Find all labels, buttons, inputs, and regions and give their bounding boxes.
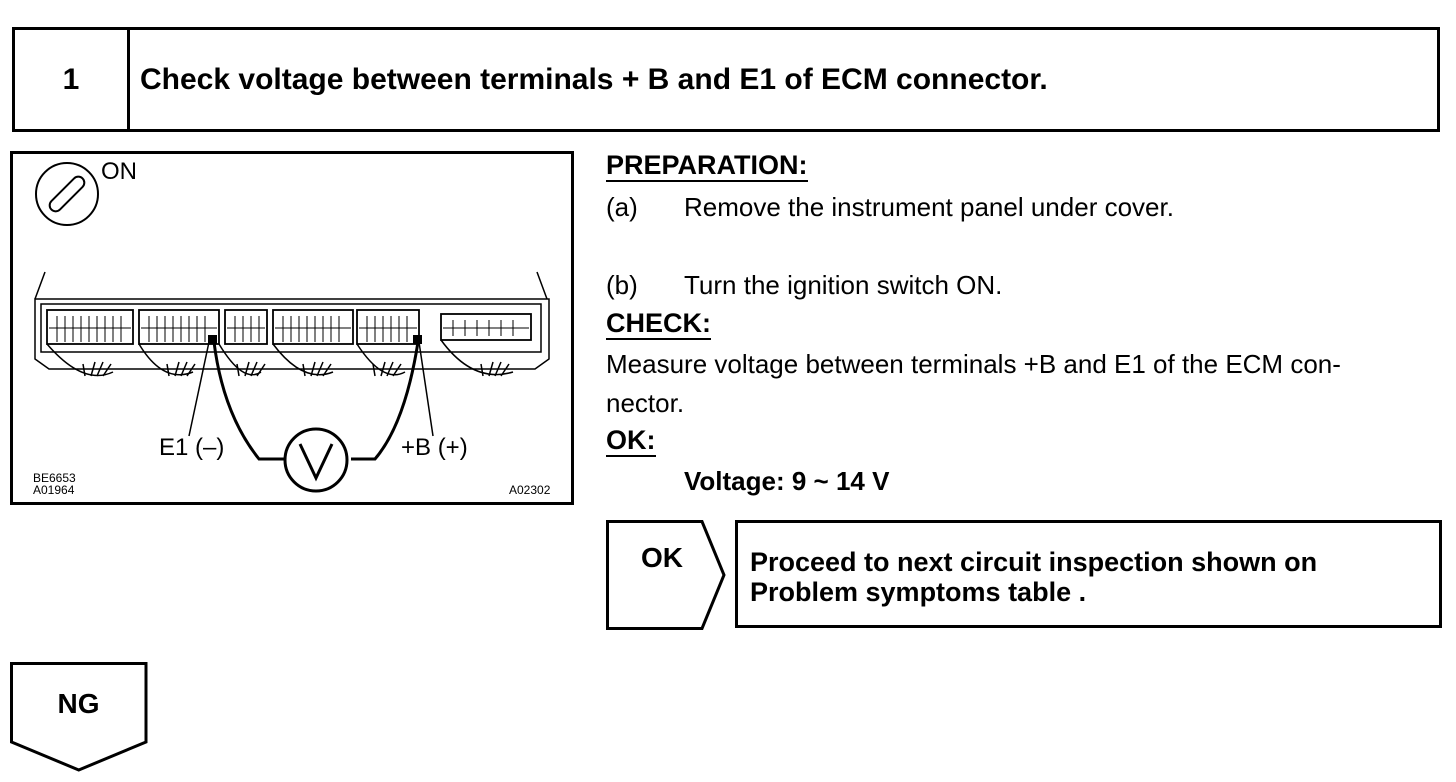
connector-diagram: ON E1 (–) +B (+) BE6653 A01964 A02302 <box>10 151 574 505</box>
ok-result-text-line2: Problem symptoms table . <box>750 577 1087 607</box>
ng-result-label: NG <box>57 688 100 719</box>
switch-on-label: ON <box>101 158 137 185</box>
figure-code: BE6653 <box>33 471 76 485</box>
check-text-line2: nector. <box>606 388 685 418</box>
step-header: 1 Check voltage between terminals + B an… <box>12 27 1440 132</box>
ecm-connector <box>34 271 550 377</box>
e1-terminal-label: E1 (–) <box>159 434 225 461</box>
ok-heading: OK: <box>606 425 656 457</box>
step-letter-a: (a) <box>606 192 638 222</box>
step-number: 1 <box>15 30 130 129</box>
connector-illustration <box>34 162 550 493</box>
ok-result-text-line1: Proceed to next circuit inspection shown… <box>750 547 1318 577</box>
preparation-step-a: Remove the instrument panel under cover. <box>684 192 1174 222</box>
ng-arrow-tab <box>10 662 148 772</box>
check-heading: CHECK: <box>606 308 711 340</box>
step-letter-b: (b) <box>606 270 638 300</box>
figure-code: A01964 <box>33 483 75 497</box>
ok-result-label: OK <box>641 542 683 573</box>
ok-arrow-tab <box>606 520 726 630</box>
voltage-spec: Voltage: 9 ~ 14 V <box>684 466 890 496</box>
check-text-line1: Measure voltage between terminals +B and… <box>606 349 1341 379</box>
preparation-step-b: Turn the ignition switch ON. <box>684 270 1003 300</box>
b-terminal-label: +B (+) <box>401 434 468 461</box>
ok-result-box: Proceed to next circuit inspection shown… <box>735 520 1442 628</box>
preparation-heading: PREPARATION: <box>606 150 808 182</box>
voltmeter-icon <box>283 427 349 493</box>
figure-code: A02302 <box>509 483 551 497</box>
ignition-key-icon <box>35 162 99 226</box>
step-title: Check voltage between terminals + B and … <box>140 62 1048 96</box>
